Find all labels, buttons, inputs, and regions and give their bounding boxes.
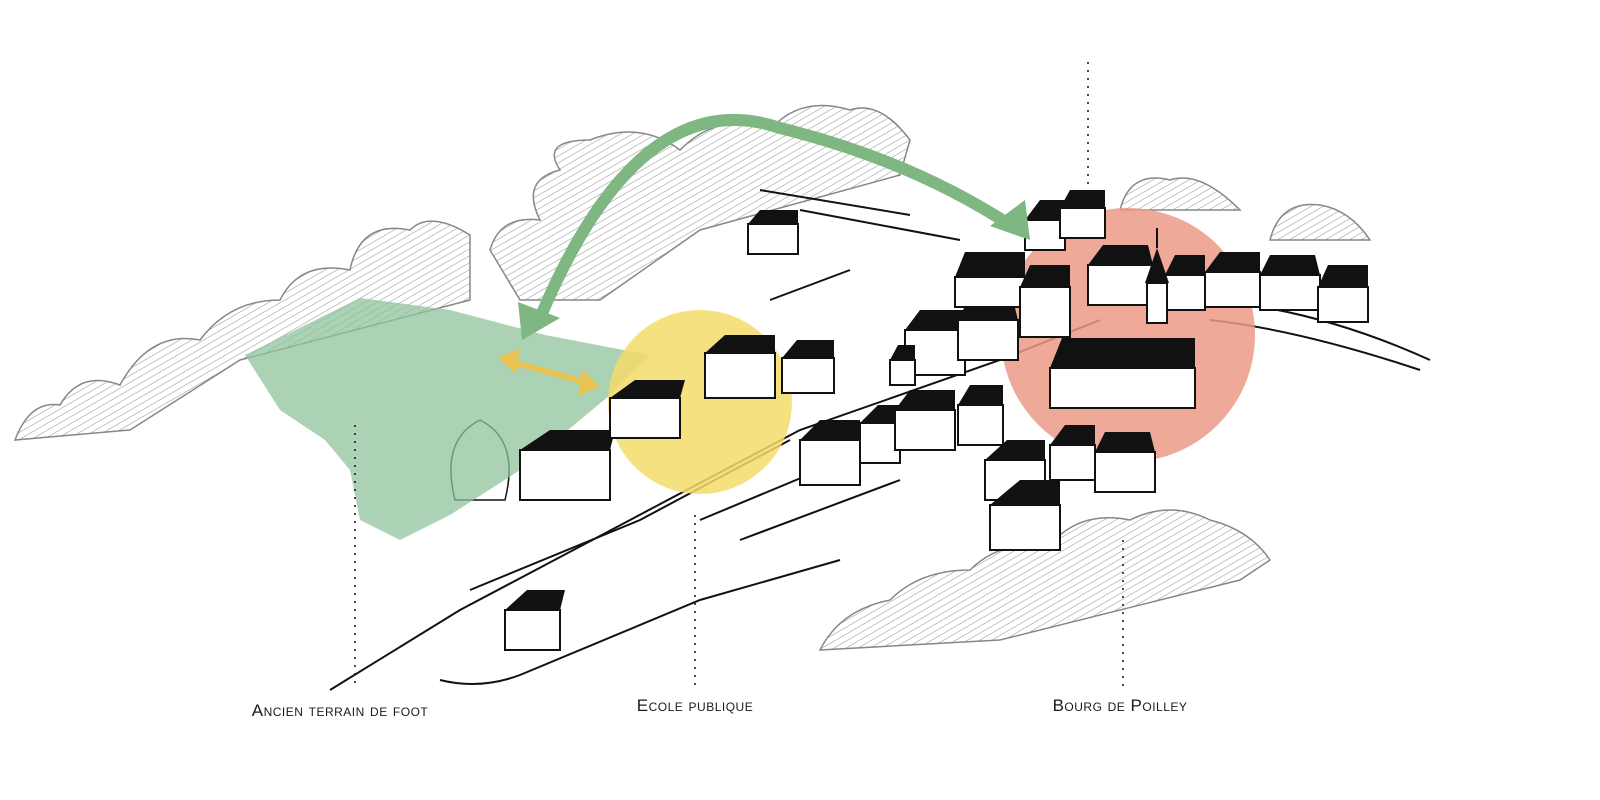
tree-icon xyxy=(13,220,471,441)
house-icon xyxy=(894,390,956,451)
house-icon xyxy=(859,405,901,464)
house-icon xyxy=(889,345,916,386)
tree-masses xyxy=(13,104,1372,651)
tree-icon xyxy=(1119,177,1242,211)
tree-icon xyxy=(489,104,911,301)
house-icon xyxy=(747,210,799,255)
label-terrain: Ancien terrain de foot xyxy=(251,701,429,720)
tree-icon xyxy=(1269,203,1372,241)
house-icon xyxy=(954,252,1026,308)
house-icon xyxy=(1049,338,1196,409)
house-icon xyxy=(1204,252,1261,308)
house-icon xyxy=(1094,432,1156,493)
terrain-zone xyxy=(245,298,650,540)
house-icon xyxy=(1317,265,1369,323)
house-icon xyxy=(799,420,861,486)
church-icon xyxy=(1145,228,1169,324)
house-icon xyxy=(957,300,1019,361)
house-icon xyxy=(1259,255,1321,311)
curved-arrow-icon xyxy=(518,114,1030,340)
house-icon xyxy=(1019,265,1071,338)
house-icon xyxy=(1059,190,1106,239)
house-icon xyxy=(1049,425,1096,481)
house-icon xyxy=(1087,245,1154,306)
house-icon xyxy=(519,430,615,501)
house-icon xyxy=(781,340,835,394)
double-arrow-icon xyxy=(498,348,600,396)
house-icon xyxy=(989,480,1061,551)
house-icon xyxy=(504,590,565,651)
house-icon xyxy=(1164,255,1206,311)
house-icon xyxy=(957,385,1004,446)
label-bourg: Bourg de Poilley xyxy=(1052,696,1188,715)
label-ecole: Ecole publique xyxy=(636,696,754,715)
houses xyxy=(504,190,1369,651)
house-icon xyxy=(609,380,685,439)
leader-lines xyxy=(354,62,1124,688)
house-icon xyxy=(704,335,776,399)
